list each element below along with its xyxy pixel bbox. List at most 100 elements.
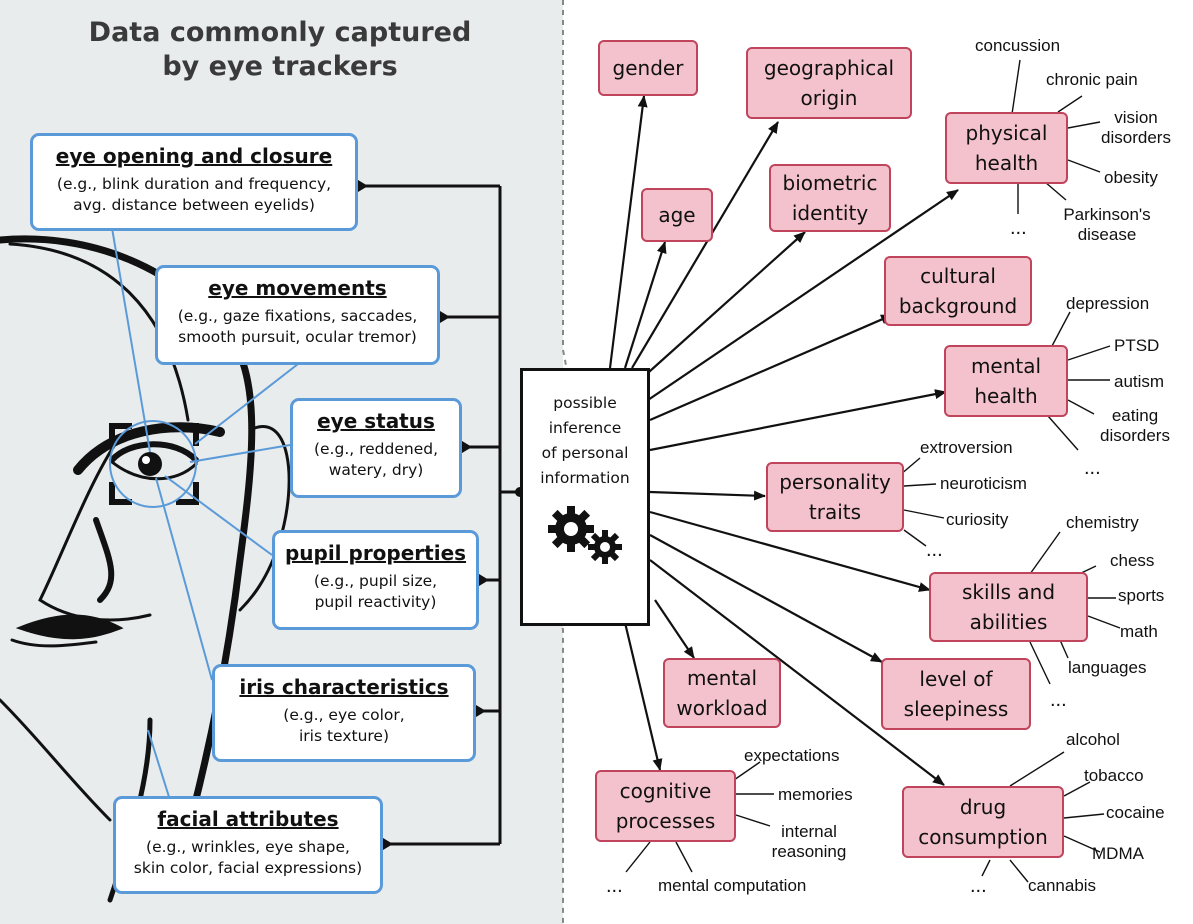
category-skills-and-abilities: skills and abilities bbox=[929, 572, 1088, 642]
category-age: age bbox=[641, 188, 713, 242]
example-ptsd: PTSD bbox=[1114, 336, 1160, 355]
example-ellipsis: ... bbox=[926, 539, 943, 561]
example-cannabis: cannabis bbox=[1028, 876, 1097, 895]
ear-outline bbox=[238, 425, 291, 612]
example-autism: autism bbox=[1114, 372, 1165, 391]
eyebrow bbox=[73, 422, 225, 475]
arrow-cultural-background bbox=[649, 313, 893, 422]
box-eye-status: eye status (e.g., reddened, watery, dry) bbox=[290, 398, 462, 498]
box-detail: (e.g., eye color, iris texture) bbox=[283, 706, 405, 745]
example-chronic-pain: chronic pain bbox=[1046, 70, 1138, 89]
iris bbox=[138, 452, 162, 476]
example-ellipsis: ... bbox=[1084, 457, 1101, 479]
example-curiosity: curiosity bbox=[946, 510, 1009, 529]
category-drug-consumption: drug consumption bbox=[902, 786, 1064, 858]
example-concussion: concussion bbox=[975, 36, 1061, 55]
box-heading: eye status bbox=[317, 409, 435, 433]
example-chess: chess bbox=[1110, 551, 1155, 570]
example-ellipsis: ... bbox=[606, 875, 623, 897]
example-memories: memories bbox=[778, 785, 853, 804]
box-eye-opening-closure: eye opening and closure (e.g., blink dur… bbox=[30, 133, 358, 231]
arrow-biometric-identity bbox=[639, 231, 806, 381]
arrow-cognitive bbox=[620, 609, 663, 771]
title-line-2: by eye trackers bbox=[162, 51, 398, 82]
example-eating-disorders: eating disorders bbox=[1100, 406, 1170, 445]
box-heading: iris characteristics bbox=[239, 675, 449, 699]
center-line-3: of personal bbox=[541, 444, 629, 462]
lips bbox=[15, 614, 124, 640]
box-facial-attributes: facial attributes (e.g., wrinkles, eye s… bbox=[113, 796, 383, 894]
eye-focus-frame bbox=[109, 420, 199, 508]
center-line-1: possible bbox=[553, 394, 617, 412]
jaw-line bbox=[0, 698, 112, 822]
arrow-age bbox=[623, 241, 667, 369]
category-mental-health: mental health bbox=[944, 345, 1068, 417]
example-internal-reasoning: internal reasoning bbox=[771, 822, 847, 861]
example-extroversion: extroversion bbox=[920, 438, 1013, 457]
box-pupil-properties: pupil properties (e.g., pupil size, pupi… bbox=[272, 530, 479, 630]
title-line-1: Data commonly captured bbox=[88, 17, 472, 48]
inference-arrows bbox=[608, 95, 959, 786]
eye-upper-lid bbox=[109, 441, 199, 463]
example-neuroticism: neuroticism bbox=[940, 474, 1027, 493]
example-tobacco: tobacco bbox=[1084, 766, 1144, 785]
category-biometric-identity: biometric identity bbox=[769, 164, 891, 232]
box-detail: (e.g., reddened, watery, dry) bbox=[313, 440, 439, 479]
arrow-physical-health bbox=[647, 189, 959, 401]
box-detail: (e.g., wrinkles, eye shape, skin color, … bbox=[133, 838, 363, 877]
box-heading: eye movements bbox=[208, 276, 387, 300]
arrow-personality-traits bbox=[649, 490, 766, 501]
category-gender: gender bbox=[598, 40, 698, 96]
box-detail: (e.g., blink duration and frequency, avg… bbox=[56, 175, 332, 214]
nose bbox=[93, 517, 115, 603]
example-cocaine: cocaine bbox=[1106, 803, 1165, 822]
example-mdma: MDMA bbox=[1092, 844, 1144, 863]
example-depression: depression bbox=[1066, 294, 1150, 313]
example-ellipsis: ... bbox=[1050, 689, 1067, 711]
example-vision-disorders: vision disorders bbox=[1101, 108, 1171, 147]
arrow-mental-health bbox=[649, 389, 947, 452]
box-eye-movements: eye movements (e.g., gaze fixations, sac… bbox=[155, 265, 440, 365]
arrow-gender bbox=[608, 95, 648, 369]
arrow-drug bbox=[649, 559, 945, 786]
category-physical-health: physical health bbox=[945, 112, 1068, 184]
inference-center-box: possible inference of personal informati… bbox=[520, 368, 650, 626]
example-expectations: expectations bbox=[744, 746, 840, 765]
arrow-skills bbox=[649, 510, 931, 592]
blue-pointer-lines bbox=[111, 227, 299, 801]
example-chemistry: chemistry bbox=[1066, 513, 1139, 532]
example-ellipsis: ... bbox=[970, 875, 987, 897]
example-parkinsons: Parkinson's disease bbox=[1063, 205, 1151, 244]
example-obesity: obesity bbox=[1104, 168, 1158, 187]
example-math: math bbox=[1120, 622, 1158, 641]
example-sports: sports bbox=[1118, 586, 1165, 605]
example-languages: languages bbox=[1068, 658, 1147, 677]
box-heading: eye opening and closure bbox=[55, 144, 333, 168]
center-line-4: information bbox=[540, 469, 630, 487]
example-mental-computation: mental computation bbox=[658, 876, 807, 895]
category-geographical-origin: geographical origin bbox=[746, 47, 912, 119]
category-cognitive-processes: cognitive processes bbox=[595, 770, 736, 842]
category-level-of-sleepiness: level of sleepiness bbox=[881, 658, 1031, 730]
arrow-geographical-origin bbox=[631, 121, 779, 369]
box-detail: (e.g., gaze fixations, saccades, smooth … bbox=[177, 307, 418, 346]
gears-icon bbox=[548, 506, 622, 564]
face-contour bbox=[10, 438, 152, 648]
category-cultural-background: cultural background bbox=[884, 256, 1032, 326]
panel-title: Data commonly captured by eye trackers bbox=[30, 16, 530, 84]
center-line-2: inference bbox=[548, 419, 622, 437]
face-illustration bbox=[0, 235, 291, 903]
category-mental-workload: mental workload bbox=[663, 658, 781, 728]
arrow-sleepiness bbox=[649, 534, 883, 663]
example-ellipsis: ... bbox=[1010, 217, 1027, 239]
example-alcohol: alcohol bbox=[1066, 730, 1120, 749]
box-heading: facial attributes bbox=[157, 807, 339, 831]
box-iris-characteristics: iris characteristics (e.g., eye color, i… bbox=[212, 664, 476, 762]
hairline-curve bbox=[8, 242, 190, 422]
arrow-workload bbox=[654, 599, 695, 659]
example-connectors bbox=[625, 59, 1121, 883]
category-personality-traits: personality traits bbox=[766, 462, 904, 532]
box-heading: pupil properties bbox=[284, 541, 467, 565]
